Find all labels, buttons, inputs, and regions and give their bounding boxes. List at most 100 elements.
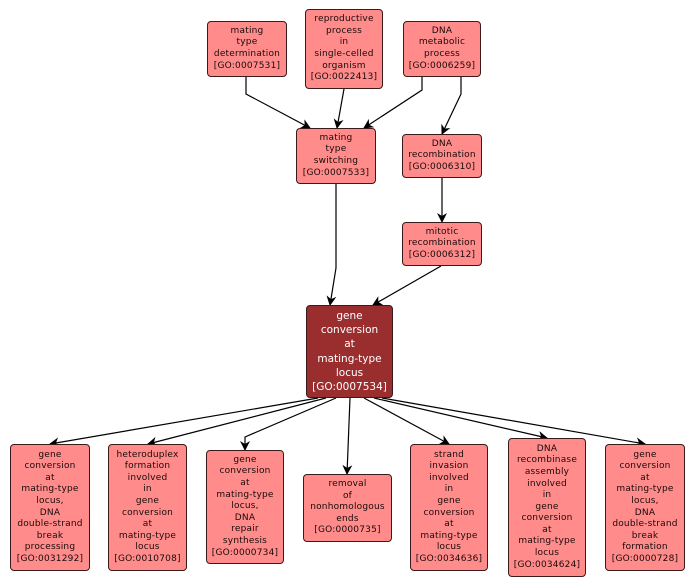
node-label-line: locus xyxy=(436,542,462,553)
node-label-line: involved xyxy=(429,472,469,483)
node-label-line: break xyxy=(36,530,64,541)
go-id-label: [GO:0000734] xyxy=(211,547,279,558)
node-label-line: nonhomologous xyxy=(310,502,385,513)
node-label-line: locus xyxy=(135,542,160,553)
node-label-line: locus xyxy=(534,548,560,559)
node-label-line: gene xyxy=(633,449,657,460)
node-label-line: mating xyxy=(319,132,353,143)
node-label-line: of xyxy=(342,490,353,501)
edge-7534-to-728 xyxy=(381,397,646,448)
node-label-line: switching xyxy=(313,156,359,166)
node-label-line: gene xyxy=(135,495,160,506)
node-label-line: assembly xyxy=(524,466,570,477)
edge-6259-to-7533 xyxy=(363,77,423,129)
node-label-line: formation xyxy=(622,542,668,553)
node-label-line: DNA xyxy=(431,25,453,36)
node-label-line: locus, xyxy=(231,501,259,512)
node-label-line: process xyxy=(424,49,460,59)
node-label-line: type xyxy=(325,144,347,155)
node-label-line: at xyxy=(45,472,55,483)
node-label-line: break xyxy=(631,530,659,541)
node-label-line: mating-type xyxy=(317,352,382,365)
node-label-line: mating-type xyxy=(118,530,177,541)
node-label-line: synthesis xyxy=(222,535,268,546)
node-label-line: mating xyxy=(230,25,264,36)
node-label-line: gene xyxy=(233,454,257,465)
go-id-label: [GO:0031292] xyxy=(16,553,84,564)
edge-7534-to-10708 xyxy=(147,397,327,447)
node-label-line: locus, xyxy=(631,495,659,506)
node-label-line: reproductive xyxy=(314,14,374,25)
edge-7534-to-734 xyxy=(240,397,337,451)
edge-6312-to-7534 xyxy=(372,265,442,306)
go-id-label: [GO:0034624] xyxy=(513,559,581,570)
node-label-line: gene xyxy=(437,495,461,506)
node-label-line: at xyxy=(240,478,250,489)
node-label-line: metabolic xyxy=(418,37,466,48)
node-label-line: mating-type xyxy=(518,536,576,547)
node-label-line: DNA xyxy=(39,507,61,518)
node-label-line: DNA xyxy=(536,443,558,454)
node-label-line: DNA xyxy=(634,507,656,518)
go-id-label: [GO:0006310] xyxy=(408,161,476,172)
node-label-line: strand xyxy=(433,449,465,460)
go-id-label: [GO:0010708] xyxy=(114,553,181,564)
node-label-line: conversion xyxy=(423,507,475,518)
node-label-line: at xyxy=(344,338,355,351)
node-label-line: mitotic xyxy=(425,226,459,237)
go-id-label: [GO:0000728] xyxy=(611,553,679,564)
node-label-line: conversion xyxy=(219,466,271,477)
node-label-line: repair xyxy=(231,524,259,535)
node-label-line: conversion xyxy=(320,324,379,337)
node-label-line: invasion xyxy=(429,461,469,472)
node-label-line: conversion xyxy=(521,513,573,524)
node-label-line: removal xyxy=(328,479,367,490)
go-id-label: [GO:0000735] xyxy=(314,525,381,536)
node-label-line: locus xyxy=(335,366,364,379)
node-label-line: double-strand xyxy=(17,519,83,530)
node-label-line: in xyxy=(542,490,552,501)
node-label-line: mating-type xyxy=(616,484,674,495)
node-label-line: double-strand xyxy=(612,519,678,530)
node-label-line: in xyxy=(339,37,349,48)
node-label-line: conversion xyxy=(619,461,671,472)
go-id-label: [GO:0007531] xyxy=(213,60,281,71)
node-label-line: gene xyxy=(336,309,363,322)
edge-7533-to-7534 xyxy=(326,184,337,306)
node-label-line: recombinase xyxy=(516,455,578,466)
node-label-line: conversion xyxy=(24,461,76,472)
go-id-label: [GO:0034636] xyxy=(415,553,483,564)
go-id-label: [GO:0007534] xyxy=(312,380,387,393)
node-label-line: recombination xyxy=(408,150,476,161)
node-label-line: determination xyxy=(213,49,281,59)
node-label-line: DNA xyxy=(431,138,453,149)
node-label-line: gene xyxy=(535,501,559,512)
node-label-line: mating-type xyxy=(420,530,478,541)
node-label-line: type xyxy=(236,37,258,48)
edge-7534-to-735 xyxy=(342,397,353,475)
go-id-label: [GO:0006312] xyxy=(408,249,476,260)
node-label-line: process xyxy=(326,25,362,36)
edge-7531-to-7533 xyxy=(245,77,311,129)
edge-22413-to-7533 xyxy=(333,88,345,129)
node-label-line: heteroduplex xyxy=(116,449,179,460)
node-label-line: gene xyxy=(38,449,62,460)
go-id-label: [GO:0022413] xyxy=(310,72,378,83)
node-label-line: locus, xyxy=(36,495,64,506)
node-label-line: DNA xyxy=(234,512,256,523)
